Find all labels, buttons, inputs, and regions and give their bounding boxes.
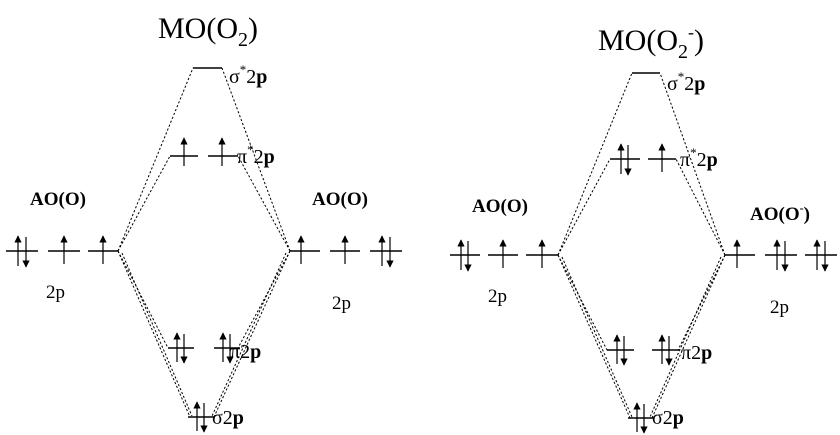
o2-left-ao-label: AO(O) xyxy=(30,189,86,210)
o2-correlation-lines xyxy=(117,67,291,418)
o2-minus-left-ao-sublabel: 2p xyxy=(488,286,507,307)
o2-left-ao-sublabel: 2p xyxy=(46,282,65,303)
o2-right-ao-label: AO(O) xyxy=(312,189,368,210)
o2-minus-diagram: MO(O2-) σ*2p π*2p xyxy=(450,22,837,434)
o2-sigma-orbital xyxy=(188,401,214,433)
o2-right-ao-orbitals xyxy=(290,235,402,268)
o2-right-ao-sublabel: 2p xyxy=(332,293,351,314)
o2-minus-pi-star-orbitals xyxy=(610,143,676,176)
o2-minus-sigma-star-label: σ*2p xyxy=(667,69,705,95)
o2-minus-right-ao-sublabel: 2p xyxy=(770,297,789,318)
o2-minus-pi-orbitals xyxy=(607,334,680,366)
o2-minus-left-ao-orbitals xyxy=(450,239,558,272)
o2-minus-title: MO(O2-) xyxy=(598,22,704,63)
o2-minus-pi-star-label: π*2p xyxy=(680,145,718,171)
o2-minus-right-ao-label: AO(O-) xyxy=(750,201,810,225)
o2-pi-orbitals xyxy=(168,332,240,364)
o2-pi-label: π2p xyxy=(230,341,261,363)
o2-minus-right-ao-orbitals xyxy=(725,239,837,272)
o2-pi-star-label: π*2p xyxy=(237,142,275,168)
o2-sigma-label: σ2p xyxy=(212,407,244,429)
o2-minus-sigma-label: σ2p xyxy=(652,407,684,429)
o2-sigma-star-label: σ*2p xyxy=(229,62,267,88)
o2-minus-sigma-orbital xyxy=(628,402,654,434)
o2-left-ao-orbitals xyxy=(6,235,118,268)
o2-pi-star-orbitals xyxy=(170,137,238,166)
o2-minus-pi-label: π2p xyxy=(681,342,712,364)
o2-minus-correlation-lines xyxy=(557,72,726,419)
o2-minus-left-ao-label: AO(O) xyxy=(472,196,528,217)
o2-diagram: MO(O2) σ*2p π*2p xyxy=(6,12,402,433)
o2-title: MO(O2) xyxy=(158,12,258,51)
